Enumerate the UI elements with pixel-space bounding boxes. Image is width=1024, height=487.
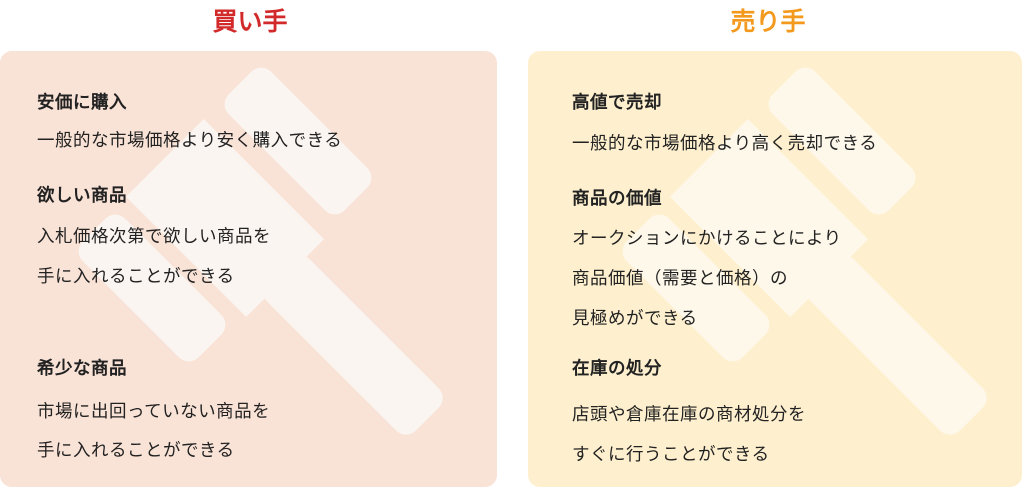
seller-text: 商品価値（需要と価格）の xyxy=(572,269,788,289)
buyer-text: 一般的な市場価格より安く購入できる xyxy=(37,131,343,151)
seller-title: 売り手 xyxy=(730,7,806,36)
buyer-heading-rare: 希少な商品 xyxy=(37,359,127,379)
gavel-icon xyxy=(78,67,443,435)
buyer-text: 入札価格次第で欲しい商品を xyxy=(37,227,271,247)
buyer-text: 手に入れることができる xyxy=(37,441,235,461)
seller-heading-inventory: 在庫の処分 xyxy=(572,359,662,379)
buyer-heading-wanted: 欲しい商品 xyxy=(37,186,127,206)
seller-text: すぐに行うことができる xyxy=(572,445,770,465)
seller-heading-high-price: 高値で売却 xyxy=(572,93,662,113)
gavel-icon xyxy=(622,67,987,435)
buyer-title: 買い手 xyxy=(212,7,288,36)
seller-heading-value: 商品の価値 xyxy=(572,189,662,209)
seller-panel: 高値で売却 一般的な市場価格より高く売却できる 商品の価値 オークションにかける… xyxy=(528,51,1022,487)
buyer-panel: 安価に購入 一般的な市場価格より安く購入できる 欲しい商品 入札価格次第で欲しい… xyxy=(0,51,497,487)
seller-text: 店頭や倉庫在庫の商材処分を xyxy=(572,405,806,425)
buyer-text: 市場に出回っていない商品を xyxy=(37,402,271,422)
seller-text: 見極めができる xyxy=(572,309,698,329)
buyer-text: 手に入れることができる xyxy=(37,267,235,287)
seller-text: 一般的な市場価格より高く売却できる xyxy=(572,134,878,154)
buyer-heading-cheap: 安価に購入 xyxy=(37,93,127,113)
seller-text: オークションにかけることにより xyxy=(572,229,842,249)
